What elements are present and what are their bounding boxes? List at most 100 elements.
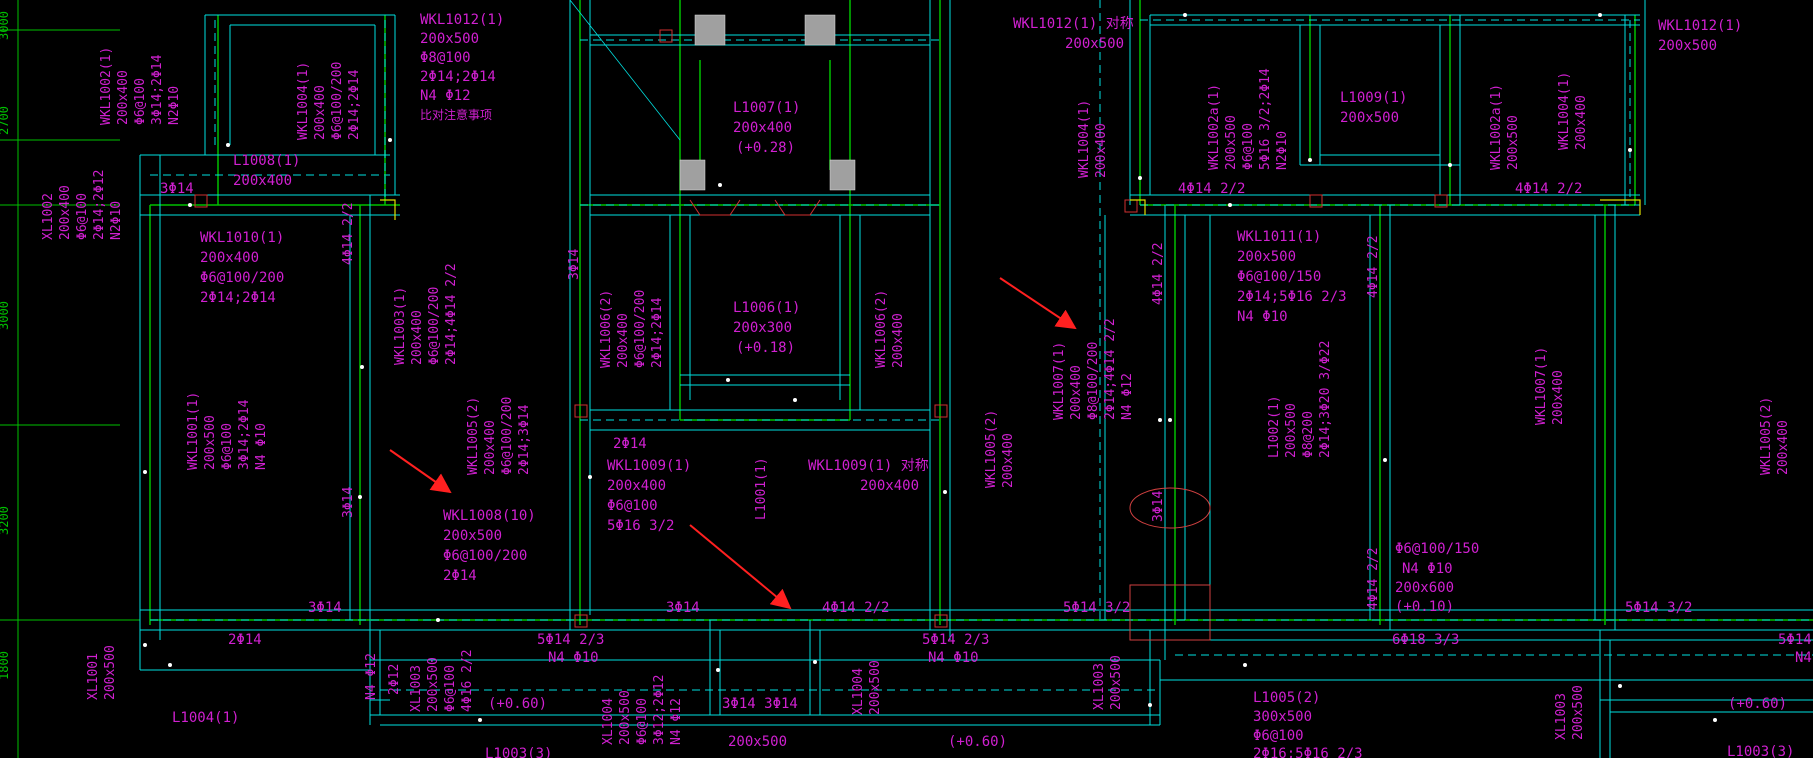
label-l1003-left[interactable]: L1003(3) — [485, 746, 552, 758]
label-xl1003-mid[interactable]: XL1003 200x500 — [1092, 655, 1124, 710]
highlight-box — [1129, 584, 1211, 641]
label-wkl1006-left[interactable]: WKL1006(2) 200x400 Φ6@100/200 2Φ14;2Φ14 — [599, 290, 665, 368]
rebar-mark[interactable]: 4Φ14 2/2 — [1366, 235, 1381, 298]
label-l1003-right[interactable]: L1003(3) — [1727, 744, 1794, 758]
rebar-mark[interactable]: (+0.60) — [488, 696, 547, 712]
label-xl1001[interactable]: XL1001 200x500 — [86, 645, 118, 700]
rebar-mark[interactable]: 4Φ14 2/2 — [1515, 181, 1582, 197]
rebar-mark[interactable]: 6Φ18 3/3 — [1392, 632, 1459, 648]
label-wkl1012-mid[interactable]: WKL1012(1) 对称 200x500 — [1013, 16, 1134, 52]
rebar-mark[interactable]: 4Φ14 2/2 — [822, 600, 889, 616]
label-xl1002[interactable]: XL1002 200x400 Φ6@100 2Φ14;2Φ12 N2Φ10 — [41, 170, 124, 240]
rebar-mark[interactable]: (+0.60) — [948, 734, 1007, 750]
label-wkl1005-mid[interactable]: WKL1005(2) 200x400 — [984, 410, 1016, 488]
rebar-mark[interactable]: 3Φ14 — [567, 249, 582, 280]
rebar-mark[interactable]: 3Φ14 — [666, 600, 700, 616]
label-line: 比对注意事项 — [420, 107, 492, 122]
label-beam-600[interactable]: Φ6@100/150 N4 Φ10 200x600 (+0.10) — [1395, 541, 1479, 615]
label-line: 200x500 — [426, 657, 441, 712]
rebar-mark[interactable]: 200x500 — [728, 734, 787, 750]
rebar-mark[interactable]: (+0.60) — [1728, 696, 1787, 712]
label-line: 2Φ14;2Φ14 — [200, 290, 276, 306]
label-wkl1002[interactable]: WKL1002(1) 200x400 Φ6@100 3Φ14;2Φ14 N2Φ1… — [99, 47, 182, 125]
rebar-mark[interactable]: 4Φ14 2/2 — [341, 202, 356, 265]
label-line: WKL1005(2) — [984, 410, 999, 488]
label-xl1004-right[interactable]: XL1004 200x500 — [851, 660, 883, 715]
label-line: Φ6@100 — [635, 698, 650, 745]
label-l1001[interactable]: L1001(1) — [754, 457, 769, 520]
label-line: WKL1005(2) — [1759, 397, 1774, 475]
rebar-mark[interactable]: 5Φ14 2/3 — [922, 632, 989, 648]
rebar-mark[interactable]: 5Φ14 — [1778, 632, 1812, 648]
label-l1009[interactable]: L1009(1) 200x500 — [1340, 90, 1407, 126]
rebar-mark[interactable]: 3Φ14 — [160, 181, 194, 197]
label-wkl1009-right[interactable]: WKL1009(1) 对称 200x400 — [808, 458, 929, 494]
rebar-mark[interactable]: 2Φ14 — [228, 632, 262, 648]
label-line: 200x500 — [1658, 38, 1717, 54]
label-wkl1009-left[interactable]: 2Φ14 WKL1009(1) 200x400 Φ6@100 5Φ16 3/2 — [607, 436, 691, 534]
label-line: Φ6@100/200 — [427, 287, 442, 365]
label-l1002[interactable]: L1002(1) 200x500 Φ8@200 2Φ14;3Φ20 3/Φ22 — [1267, 341, 1333, 458]
label-wkl1004-right[interactable]: WKL1004(1) 200x400 — [1077, 100, 1109, 178]
label-line: Φ8@200 — [1301, 411, 1316, 458]
label-line: Φ6@100/200 — [443, 548, 527, 564]
label-wkl1004-far[interactable]: WKL1004(1) 200x400 — [1557, 72, 1589, 150]
label-wkl1004[interactable]: WKL1004(1) 200x400 Φ6@100/200 2Φ14;2Φ14 — [296, 62, 362, 140]
label-l1006[interactable]: L1006(1) 200x300 (+0.18) — [733, 300, 800, 356]
label-xl1003-left[interactable]: 2Φ12 XL1003 200x500 Φ6@100 4Φ16 2/2 — [387, 649, 475, 712]
label-wkl1012-left[interactable]: WKL1012(1) 200x500 Φ8@100 2Φ14;2Φ14 N4 Φ… — [420, 12, 504, 122]
label-line: WKL1009(1) 对称 — [808, 458, 929, 474]
rebar-mark[interactable]: 4Φ14 2/2 — [1151, 242, 1166, 305]
rebar-mark[interactable]: 4Φ14 2/2 — [1178, 181, 1245, 197]
label-wkl1003[interactable]: WKL1003(1) 200x400 Φ6@100/200 2Φ14;4Φ14 … — [393, 263, 459, 365]
label-wkl1005-far[interactable]: WKL1005(2) 200x400 — [1759, 397, 1791, 475]
label-wkl1007-right[interactable]: WKL1007(1) 200x400 — [1534, 347, 1566, 425]
rebar-mark[interactable]: 3Φ14 — [1151, 491, 1166, 522]
rebar-mark[interactable]: 3Φ14 3Φ14 — [722, 696, 798, 712]
label-line: L1005(2) — [1253, 690, 1320, 706]
label-line: 200x300 — [733, 320, 792, 336]
rebar-mark[interactable]: 5Φ14 2/3 — [537, 632, 604, 648]
label-line: L1006(1) — [733, 300, 800, 316]
rebar-mark[interactable]: 3Φ14 — [341, 487, 356, 518]
label-line: XL1003 — [1092, 663, 1107, 710]
label-line: 200x400 — [860, 478, 919, 494]
label-l1005[interactable]: L1005(2) 300x500 Φ6@100 2Φ16;5Φ16 2/3 — [1253, 690, 1363, 758]
label-l1004[interactable]: L1004(1) — [172, 710, 239, 726]
label-wkl1008[interactable]: WKL1008(10) 200x500 Φ6@100/200 2Φ14 — [443, 508, 536, 584]
label-wkl1006-right[interactable]: WKL1006(2) 200x400 — [874, 290, 906, 368]
ruler-dim-5: 1800 — [0, 651, 11, 680]
rebar-mark[interactable]: N4 Φ10 — [1795, 650, 1813, 666]
label-wkl1005-left[interactable]: WKL1005(2) 200x400 Φ6@100/200 2Φ14;3Φ14 — [466, 397, 532, 475]
label-wkl1010[interactable]: WKL1010(1) 200x400 Φ6@100/200 2Φ14;2Φ14 — [200, 230, 284, 306]
label-line: Φ8@100 — [420, 50, 471, 66]
label-line: Φ6@100 — [443, 665, 458, 712]
vertical-beam-labels: WKL1002(1) 200x400 Φ6@100 3Φ14;2Φ14 N2Φ1… — [41, 47, 1791, 745]
label-wkl1007-mid[interactable]: WKL1007(1) 200x400 Φ8@100/200 2Φ14;4Φ14 … — [1052, 318, 1135, 420]
label-line: WKL1011(1) — [1237, 229, 1321, 245]
rebar-mark[interactable]: N4 Φ10 — [548, 650, 599, 666]
rebar-mark[interactable]: N4 Φ12 — [364, 653, 379, 700]
rebar-mark[interactable]: 4Φ14 2/2 — [1366, 547, 1381, 610]
label-xl1004-left[interactable]: XL1004 200x500 Φ6@100 3Φ12;2Φ12 N4 Φ12 — [601, 675, 684, 745]
label-wkl1012-right[interactable]: WKL1012(1) 200x500 — [1658, 18, 1742, 54]
label-line: 200x400 — [1094, 123, 1109, 178]
label-wkl1001[interactable]: WKL1001(1) 200x500 Φ6@100 3Φ14;2Φ14 N4 Φ… — [186, 392, 269, 470]
rebar-mark[interactable]: 5Φ14 3/2 — [1625, 600, 1692, 616]
label-line: 2Φ14;4Φ14 2/2 — [444, 263, 459, 365]
label-line: 2Φ14 — [613, 436, 647, 452]
label-xl1003-right[interactable]: XL1003 200x500 — [1554, 685, 1586, 740]
label-line: N4 Φ10 — [1402, 561, 1453, 577]
ruler-dim-3: 3000 — [0, 301, 11, 330]
label-l1008[interactable]: L1008(1) 200x400 — [233, 153, 300, 189]
label-line: Φ6@100 — [133, 78, 148, 125]
label-wkl1002a-left[interactable]: WKL1002a(1) 200x500 Φ6@100 5Φ16 3/2;2Φ14… — [1207, 68, 1290, 170]
rebar-mark[interactable]: 5Φ14 3/2 — [1063, 600, 1130, 616]
label-wkl1002a-right[interactable]: WKL1002a(1) 200x500 — [1489, 84, 1521, 170]
rebar-mark[interactable]: 3Φ14 — [308, 600, 342, 616]
label-l1007[interactable]: L1007(1) 200x400 (+0.28) — [733, 100, 800, 156]
label-line: N4 Φ12 — [420, 88, 471, 104]
rebar-mark[interactable]: N4 Φ10 — [928, 650, 979, 666]
label-wkl1011[interactable]: WKL1011(1) 200x500 Φ6@100/150 2Φ14;5Φ16 … — [1237, 229, 1347, 325]
